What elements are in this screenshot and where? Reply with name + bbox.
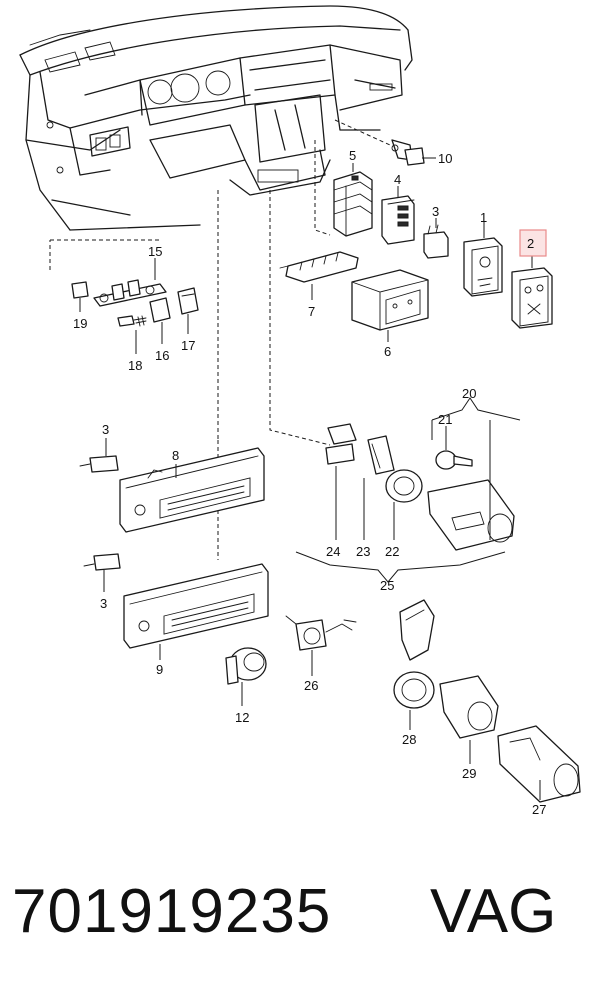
label-21: 21	[438, 412, 452, 427]
label-7: 7	[308, 304, 315, 319]
part-2-highlight-box	[519, 229, 547, 257]
label-28: 28	[402, 732, 416, 747]
label-19: 19	[73, 316, 87, 331]
brand-text: VAG	[430, 877, 557, 946]
label-23: 23	[356, 544, 370, 559]
label-17: 17	[181, 338, 195, 353]
part-12-buzzer	[225, 647, 267, 706]
part-15-mounting-rail-group	[71, 258, 199, 354]
part-5-relay-stack	[333, 163, 373, 237]
caption-bar: 701919235 VAG	[0, 862, 600, 962]
part-6-control-unit	[351, 269, 429, 342]
label-10: 10	[438, 151, 452, 166]
part-25-cigarette-lighter-group	[295, 397, 521, 583]
label-27: 27	[532, 802, 546, 817]
part-26-lamp-holder	[285, 615, 357, 676]
label-2: 2	[527, 236, 534, 251]
label-6: 6	[384, 344, 391, 359]
label-20: 20	[462, 386, 476, 401]
part-9-heater-control	[123, 563, 269, 660]
label-3-middle: 3	[102, 422, 109, 437]
part-4-relay	[381, 186, 415, 245]
label-16: 16	[155, 348, 169, 363]
label-8: 8	[172, 448, 179, 463]
label-22: 22	[385, 544, 399, 559]
label-5: 5	[349, 148, 356, 163]
part-8-heater-control	[119, 447, 265, 533]
label-3-top: 3	[432, 204, 439, 219]
label-15: 15	[148, 244, 162, 259]
part-10-clip	[391, 139, 436, 166]
label-29: 29	[462, 766, 476, 781]
label-1: 1	[480, 210, 487, 225]
label-26: 26	[304, 678, 318, 693]
part-3-connector-bottom	[83, 553, 121, 592]
exploded-parts-diagram: 1 2 3 4 5 10 15 19 16 17 18 7 6 20 21 3 …	[19, 5, 581, 817]
part-number-text: 701919235	[12, 877, 332, 946]
label-4: 4	[394, 172, 401, 187]
part-27-power-socket-group	[393, 599, 581, 803]
label-24: 24	[326, 544, 340, 559]
part-7-connector-strip	[279, 251, 359, 300]
label-25: 25	[380, 578, 394, 593]
part-2-switch-highlighted	[511, 252, 553, 329]
label-3-bottom: 3	[100, 596, 107, 611]
label-9: 9	[156, 662, 163, 677]
part-3-connector-top	[423, 218, 449, 259]
part-1-switch	[463, 222, 503, 297]
label-18: 18	[128, 358, 142, 373]
part-3-connector-middle	[79, 438, 119, 473]
label-12: 12	[235, 710, 249, 725]
dashboard-illustration	[19, 5, 413, 231]
